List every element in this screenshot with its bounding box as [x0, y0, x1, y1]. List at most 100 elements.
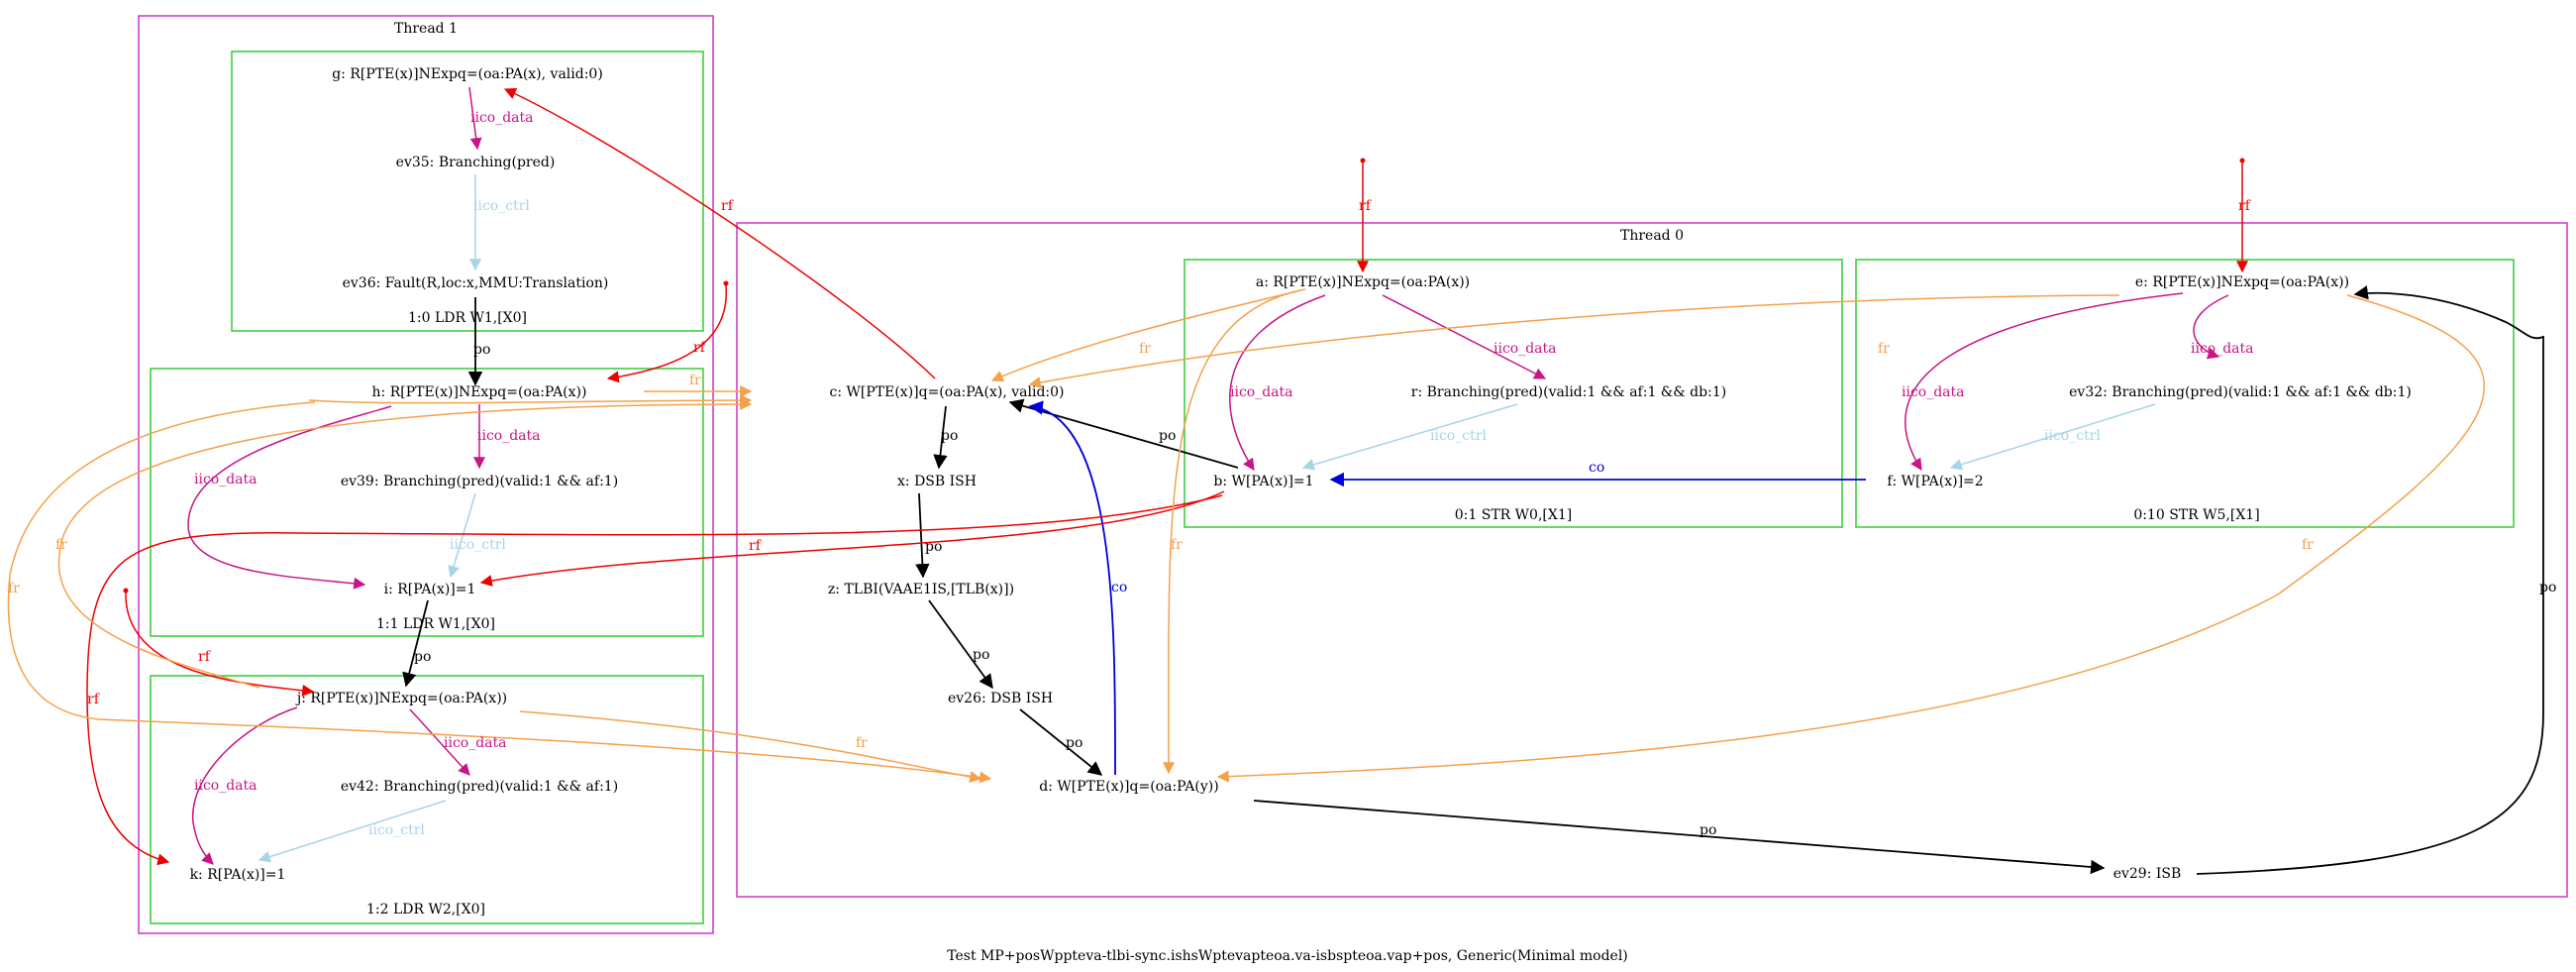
edge-a-d-fr: [1162, 288, 1306, 775]
label-x-z: po: [925, 539, 942, 555]
edge-ev39-i-iico-ctrl: [448, 492, 476, 579]
label-ev29-e: po: [2539, 580, 2556, 595]
edge-a-r-iico-data: [1382, 294, 1547, 379]
node-r: r: Branching(pred)(valid:1 && af:1 && db…: [1411, 384, 1726, 400]
instruction-0-1-label: 0:1 STR W0,[X1]: [1455, 507, 1572, 523]
instruction-0-10-label: 0:10 STR W5,[X1]: [2133, 507, 2259, 523]
label-c-g: rf: [721, 198, 735, 214]
rf-source-dot-a: [1360, 158, 1366, 163]
node-k: k: R[PA(x)]=1: [190, 867, 286, 883]
node-x: x: DSB ISH: [897, 474, 977, 489]
label-ev36-h: po: [473, 342, 490, 358]
edge-h-c-fr-2: [308, 394, 753, 407]
label-a-b: iico_data: [1230, 384, 1293, 400]
rf-source-dot-h: [723, 280, 729, 286]
label-f-b: co: [1589, 460, 1604, 476]
label-j-ev42: iico_data: [444, 735, 507, 751]
label-e-f: iico_data: [1902, 384, 1965, 400]
thread-1-label: Thread 1: [394, 21, 458, 37]
label-ev35-ev36: iico_ctrl: [473, 198, 530, 214]
edge-j-c-fr: [57, 398, 753, 689]
node-ev42: ev42: Branching(pred)(valid:1 && af:1): [341, 779, 618, 795]
edge-c-x-po: [933, 405, 948, 470]
node-ev35: ev35: Branching(pred): [396, 155, 556, 170]
edge-a-b-iico-data: [1229, 294, 1326, 471]
edge-d-c-co: [1028, 400, 1116, 776]
edge-j-d-fr: [519, 710, 982, 784]
instruction-1-0-label: 1:0 LDR W1,[X0]: [408, 310, 527, 326]
label-b-k: rf: [87, 692, 101, 707]
instruction-1-2-label: 1:2 LDR W2,[X0]: [366, 902, 485, 918]
edge-ev42-k-iico-ctrl: [258, 800, 447, 863]
edge-b-i-rf: [479, 490, 1225, 587]
label-b-i: rf: [749, 538, 763, 554]
node-ev36: ev36: Fault(R,loc:x,MMU:Translation): [343, 275, 609, 291]
edge-r-b-iico-ctrl: [1301, 403, 1518, 471]
instruction-1-0-cluster: 1:0 LDR W1,[X0]: [231, 51, 704, 332]
label-ev26-d: po: [1066, 735, 1082, 751]
instruction-1-2-cluster: 1:2 LDR W2,[X0]: [150, 675, 704, 924]
edge-init-h-rf: [606, 284, 727, 383]
edge-d-ev29-po: [1253, 800, 2106, 875]
edge-a-c-fr: [990, 290, 1298, 382]
label-ev32-f: iico_ctrl: [2044, 428, 2101, 444]
edge-c-g-rf: [503, 88, 936, 379]
label-e-d: fr: [2302, 537, 2314, 553]
label-h-d: fr: [8, 581, 20, 596]
node-ev29: ev29: ISB: [2113, 866, 2182, 882]
thread-0-cluster: Thread 0: [736, 222, 2568, 898]
edge-x-z-po: [915, 492, 930, 579]
label-j-c: fr: [55, 537, 67, 553]
label-h-c: fr: [689, 373, 701, 388]
label-c-x: po: [941, 428, 958, 444]
label-j-k: iico_data: [194, 778, 258, 794]
edge-e-f-iico-data: [1904, 292, 2184, 472]
node-j: j: R[PTE(x)]NExpq=(oa:PA(x)): [295, 691, 507, 706]
node-i: i: R[PA(x)]=1: [384, 582, 476, 597]
label-e-ev32: iico_data: [2191, 341, 2254, 357]
edge-e-d-fr: [1216, 294, 2485, 783]
label-b-c: po: [1159, 428, 1176, 444]
thread-0-label: Thread 0: [1620, 228, 1684, 244]
node-ev39: ev39: Branching(pred)(valid:1 && af:1): [341, 474, 618, 489]
label-d-c: co: [1111, 580, 1127, 595]
label-z-ev26: po: [973, 647, 989, 663]
label-g-ev35: iico_data: [470, 110, 534, 126]
node-c: c: W[PTE(x)]q=(oa:PA(x), valid:0): [830, 384, 1065, 400]
label-init-a: rf: [1359, 198, 1373, 214]
node-b: b: W[PA(x)]=1: [1213, 474, 1313, 489]
instruction-0-1-cluster: 0:1 STR W0,[X1]: [1184, 259, 1843, 528]
node-z: z: TLBI(VAAE1IS,[TLB(x)]): [828, 582, 1014, 597]
edge-g-ev35-iico-data: [468, 86, 482, 151]
rf-source-dot-e: [2239, 158, 2245, 163]
edge-b-k-rf: [86, 494, 1223, 866]
node-g: g: R[PTE(x)]NExpq=(oa:PA(x), valid:0): [332, 66, 603, 82]
edge-j-k-iico-data: [192, 706, 298, 865]
edge-init-j-rf: [125, 592, 315, 697]
label-r-b: iico_ctrl: [1430, 428, 1487, 444]
instruction-0-10-cluster: 0:10 STR W5,[X1]: [1855, 259, 2515, 528]
instruction-1-1-label: 1:1 LDR W1,[X0]: [376, 616, 495, 632]
node-d: d: W[PTE(x)]q=(oa:PA(y)): [1039, 779, 1218, 795]
edge-ev26-d-po: [1019, 708, 1103, 776]
edge-i-j-po: [402, 599, 429, 688]
label-d-ev29: po: [1700, 822, 1716, 838]
label-j-d: fr: [856, 735, 868, 751]
label-a-r: iico_data: [1494, 341, 1557, 357]
edge-ev29-e-po: [2196, 285, 2544, 875]
label-h-i: iico_data: [194, 472, 258, 487]
label-init-j: rf: [198, 649, 212, 665]
node-f: f: W[PA(x)]=2: [1887, 474, 1983, 489]
label-init-h: rf: [693, 340, 707, 356]
rf-source-dot-j: [123, 588, 129, 594]
label-i-j: po: [414, 649, 431, 665]
label-ev39-i: iico_ctrl: [450, 537, 506, 553]
edge-e-ev32-iico-data: [2193, 294, 2229, 360]
label-init-e: rf: [2238, 198, 2252, 214]
edge-h-d-fr: [7, 401, 992, 784]
edge-j-ev42-iico-data: [409, 708, 470, 776]
label-a-d: fr: [1171, 537, 1183, 553]
edge-b-c-po: [1008, 398, 1239, 469]
label-a-c: fr: [1139, 341, 1151, 357]
